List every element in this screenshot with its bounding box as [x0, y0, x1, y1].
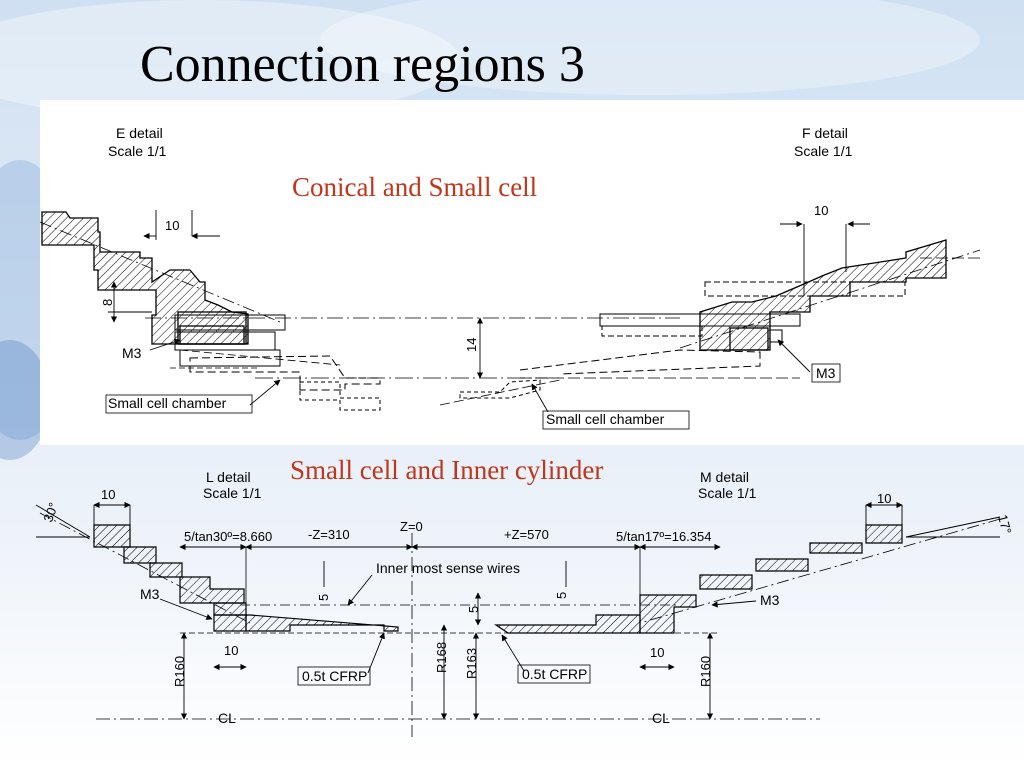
bottom-caption: Small cell and Inner cylinder [290, 455, 604, 485]
dim-five-left: 5 [316, 594, 331, 601]
left-chamber-outline [145, 314, 680, 411]
sense-wires-label: Inner most sense wires [376, 560, 520, 576]
left-stepped-structure [39, 211, 281, 345]
m3-label-right: M3 [816, 365, 836, 381]
small-cell-chamber-label-left: Small cell chamber [108, 395, 227, 411]
cfrp-label-right: 0.5t CFRP [522, 666, 587, 682]
e-detail-label: E detail [116, 125, 163, 141]
dim-bottom-right-width: 10 [877, 491, 891, 506]
left-step-stack [39, 512, 399, 632]
small-cell-inner-cylinder-panel: L detail Scale 1/1 M detail Scale 1/1 [0, 455, 1024, 755]
cl-label-right: CL [652, 710, 670, 726]
m3-label-bottom-right: M3 [760, 592, 780, 608]
dim-bottom-right-angle: 17° [995, 513, 1015, 536]
cfrp-frame-right [517, 664, 591, 684]
dim-r168: R168 [434, 642, 449, 673]
right-stepped-structure [679, 239, 981, 351]
dim-ten-left: 10 [224, 643, 238, 658]
dim-z0: Z=0 [400, 519, 423, 534]
dim-minus-z: -Z=310 [308, 527, 350, 542]
m-detail-label: M detail [700, 469, 749, 485]
dim-bottom-left-angle: 30° [40, 500, 61, 524]
callout-leaders [149, 338, 811, 413]
dim-ten-right: 10 [650, 645, 664, 660]
bottom-dimension-lines [35, 501, 1001, 720]
dimension-lines [108, 210, 870, 379]
conical-small-cell-drawing: E detail Scale 1/1 F detail Scale 1/1 [39, 125, 981, 430]
l-detail-scale: Scale 1/1 [203, 485, 262, 501]
dim-five-center: 5 [466, 606, 481, 613]
dim-right-width: 10 [814, 203, 828, 218]
conical-small-cell-panel: E detail Scale 1/1 F detail Scale 1/1 [39, 100, 1024, 445]
cl-label-left: CL [218, 710, 236, 726]
dim-tan-right: 5/tan17º=16.354 [616, 529, 711, 544]
m3-label-bottom-left: M3 [140, 586, 160, 602]
small-cell-chamber-label-right: Small cell chamber [546, 411, 665, 427]
dim-r163: R163 [464, 648, 479, 679]
right-chamber-outline [439, 281, 906, 406]
slide-title: Connection regions 3 [140, 36, 585, 93]
chamber-label-frame-left [105, 394, 253, 414]
top-caption: Conical and Small cell [292, 172, 538, 202]
f-detail-scale: Scale 1/1 [794, 143, 853, 159]
cfrp-frame-left [297, 666, 371, 686]
dim-plus-z: +Z=570 [504, 527, 549, 542]
l-detail-label: L detail [206, 469, 251, 485]
m3-label-frame-right [811, 363, 841, 383]
e-detail-scale: Scale 1/1 [108, 143, 167, 159]
dim-r160-right: R160 [698, 656, 713, 687]
dim-r160-left: R160 [172, 656, 187, 687]
right-step-stack [494, 518, 1001, 634]
dim-tan-left: 5/tan30º=8.660 [184, 529, 272, 544]
dim-bottom-left-width: 10 [101, 487, 115, 502]
m-detail-scale: Scale 1/1 [698, 485, 757, 501]
chamber-label-frame-right [542, 410, 690, 430]
reference-lines [96, 533, 820, 737]
small-cell-inner-cylinder-drawing: L detail Scale 1/1 M detail Scale 1/1 [35, 469, 1015, 737]
cfrp-label-left: 0.5t CFRP [302, 668, 367, 684]
dim-five-right: 5 [554, 592, 569, 599]
f-detail-label: F detail [802, 125, 848, 141]
dim-left-width: 10 [165, 218, 179, 233]
dim-left-height: 8 [100, 299, 115, 306]
m3-label-left: M3 [122, 345, 142, 361]
dim-center-height: 14 [464, 338, 479, 352]
